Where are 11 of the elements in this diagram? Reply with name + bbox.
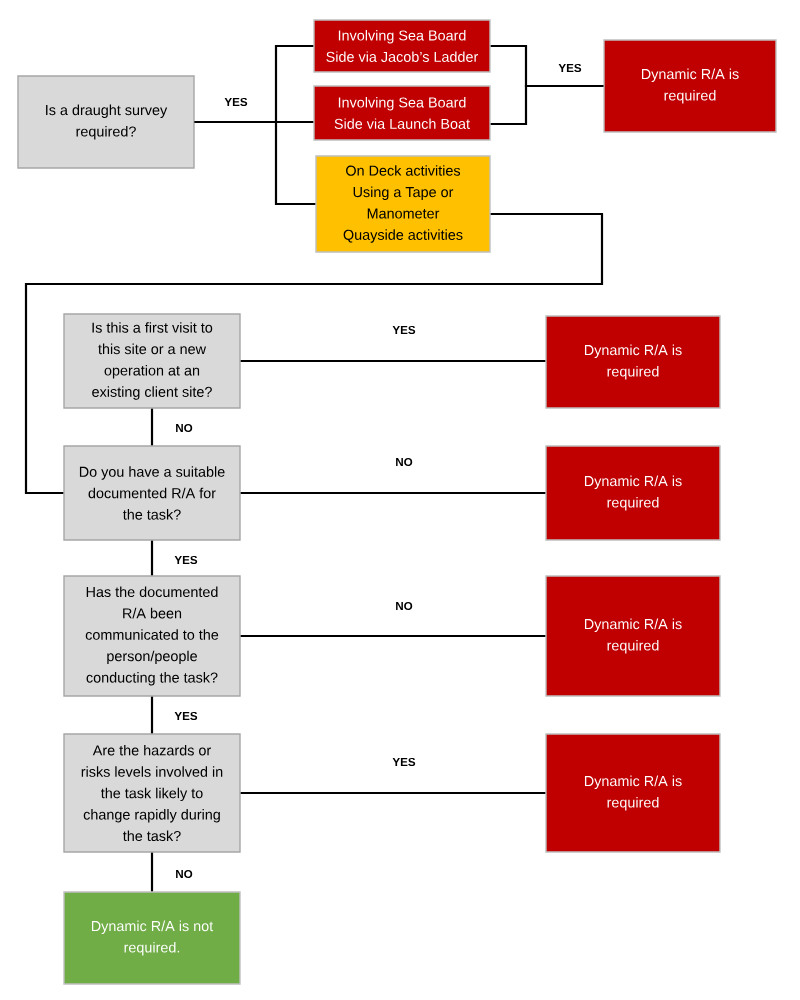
connector-line (194, 120, 316, 206)
connector-line (240, 634, 546, 638)
connector-line (240, 791, 546, 795)
connector-line (150, 408, 154, 446)
connector-line (150, 696, 154, 734)
connector-line (240, 491, 546, 495)
connector-line (490, 84, 604, 126)
connector-line (24, 212, 604, 495)
connector-line (150, 852, 154, 892)
connector-line (150, 540, 154, 576)
connector-line (240, 359, 546, 363)
